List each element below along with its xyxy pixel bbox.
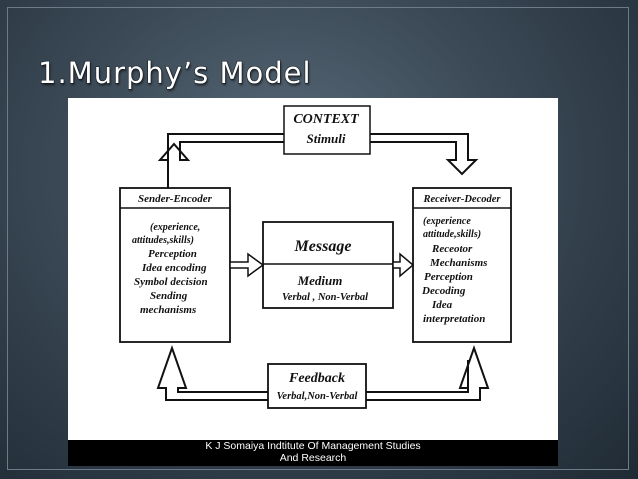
message-medium: Medium bbox=[297, 273, 343, 288]
receiver-line: Mechanisms bbox=[429, 257, 487, 269]
receiver-line: interpretation bbox=[423, 313, 485, 325]
sender-line: Sending bbox=[150, 290, 188, 302]
sender-line: (experience, bbox=[150, 222, 200, 233]
receiver-line: attitude,skills) bbox=[423, 229, 481, 240]
sender-line: Symbol decision bbox=[134, 276, 208, 288]
footer-bar: K J Somaiya Indtitute Of Management Stud… bbox=[68, 440, 558, 466]
context-box: CONTEXT Stimuli bbox=[283, 105, 371, 155]
feedback-title: Feedback bbox=[288, 371, 345, 386]
receiver-line: Perception bbox=[424, 271, 473, 283]
context-title: CONTEXT bbox=[293, 112, 360, 127]
feedback-box: Feedback Verbal,Non-Verbal bbox=[267, 363, 367, 409]
slide-frame bbox=[7, 7, 629, 470]
message-to-receiver-arrow bbox=[392, 252, 415, 278]
sender-title: Sender-Encoder bbox=[138, 193, 213, 205]
slide-title: 1.Murphy’s Model bbox=[37, 55, 312, 90]
sender-line: attitudes,skills) bbox=[132, 235, 194, 246]
footer-line-2: And Research bbox=[279, 452, 347, 464]
sender-line: Perception bbox=[148, 248, 197, 260]
feedback-types: Verbal,Non-Verbal bbox=[277, 391, 358, 402]
footer-line-1: K J Somaiya Indtitute Of Management Stud… bbox=[205, 440, 421, 452]
receiver-line: Idea bbox=[431, 299, 453, 311]
receiver-decoder-box: Receiver-Decoder (experience attitude,sk… bbox=[412, 187, 512, 343]
message-box: Message Medium Verbal , Non-Verbal bbox=[262, 221, 394, 309]
receiver-line: Receotor bbox=[431, 243, 473, 255]
receiver-title: Receiver-Decoder bbox=[423, 194, 502, 205]
message-title: Message bbox=[294, 238, 352, 255]
murphy-model-diagram: CONTEXT Stimuli Sender-Encoder (experien… bbox=[119, 105, 512, 409]
message-types: Verbal , Non-Verbal bbox=[282, 292, 368, 303]
diagram-panel: CONTEXT Stimuli Sender-Encoder (experien… bbox=[68, 98, 558, 466]
sender-line: mechanisms bbox=[140, 304, 196, 316]
receiver-line: (experience bbox=[423, 216, 471, 227]
feedback-loop-arrow bbox=[156, 344, 490, 401]
sender-encoder-box: Sender-Encoder (experience, attitudes,sk… bbox=[119, 187, 231, 343]
context-stimuli: Stimuli bbox=[306, 131, 345, 146]
receiver-line: Decoding bbox=[421, 285, 466, 297]
context-loop-arrow bbox=[157, 133, 479, 188]
sender-to-message-arrow bbox=[229, 252, 265, 278]
sender-line: Idea encoding bbox=[141, 262, 207, 274]
